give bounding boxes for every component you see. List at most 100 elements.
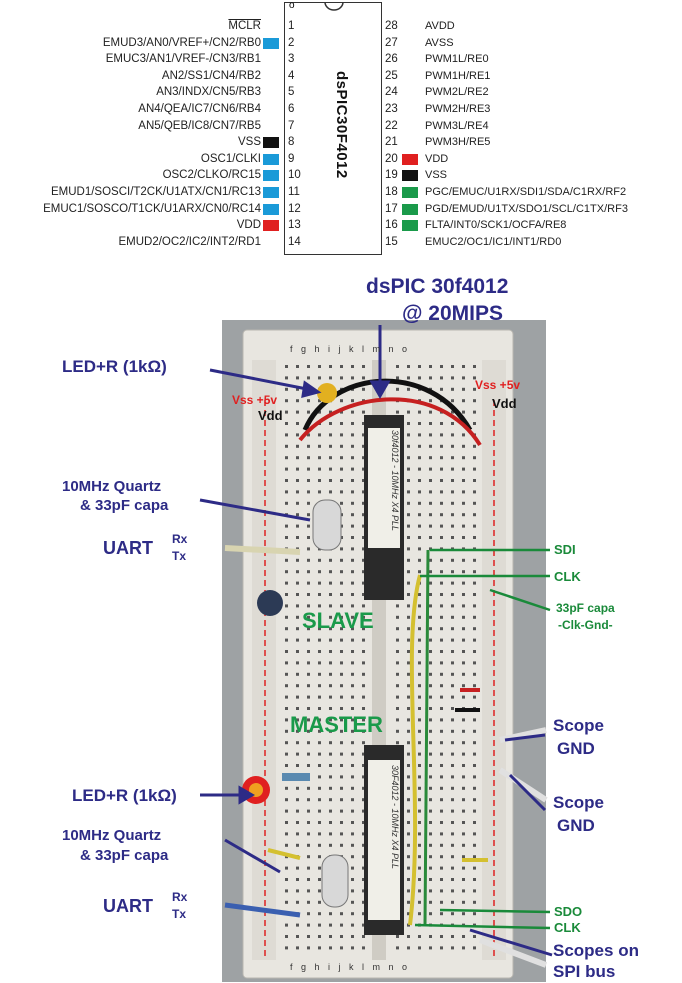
clk-bottom-label: CLK [554, 920, 581, 935]
breadboard-hole [473, 695, 476, 699]
breadboard-hole [407, 365, 410, 368]
breadboard-hole [418, 444, 421, 448]
breadboard-hole [473, 935, 476, 938]
breadboard-hole [473, 798, 476, 802]
breadboard-hole [285, 752, 288, 756]
breadboard-hole [318, 809, 321, 813]
breadboard-hole [307, 729, 310, 733]
breadboard-hole [429, 365, 432, 368]
breadboard-hole [285, 729, 288, 733]
breadboard-hole [462, 661, 465, 665]
breadboard-hole [362, 672, 365, 676]
breadboard-hole [418, 821, 421, 824]
breadboard-hole [440, 946, 443, 950]
breadboard-hole [440, 821, 443, 824]
breadboard-hole [307, 855, 310, 859]
led-top-label: LED+R (1kΩ) [62, 357, 167, 376]
breadboard-hole [351, 615, 354, 619]
left-pin-marker-10 [263, 170, 279, 182]
breadboard-hole [296, 627, 299, 631]
breadboard-hole [307, 752, 310, 756]
breadboard-hole [429, 444, 432, 448]
breadboard-hole [451, 513, 454, 517]
breadboard-hole [462, 615, 465, 619]
breadboard-hole [462, 946, 465, 950]
breadboard-hole [407, 935, 410, 938]
breadboard-hole [429, 593, 432, 596]
breadboard-hole [340, 399, 343, 403]
breadboard-hole [351, 878, 354, 881]
breadboard-hole [462, 376, 465, 380]
breadboard-hole [340, 843, 343, 847]
breadboard-hole [329, 946, 332, 950]
left-pin-number-1: 1 [288, 20, 295, 32]
breadboard-hole [429, 422, 432, 425]
breadboard-hole [351, 695, 354, 699]
uart-wire-top [224, 545, 301, 555]
green-data-wire [423, 549, 430, 926]
breadboard-hole [396, 638, 399, 642]
breadboard-hole [451, 433, 454, 437]
breadboard-hole [429, 490, 432, 494]
uart-bottom-label: UART [103, 896, 153, 916]
master-label: MASTER [290, 712, 383, 737]
breadboard-hole [473, 490, 476, 494]
breadboard-hole [440, 490, 443, 494]
breadboard-hole [396, 684, 399, 688]
breadboard-hole [296, 764, 299, 767]
breadboard-hole [329, 376, 332, 380]
breadboard-hole [440, 832, 443, 836]
left-pin-marker-13 [263, 220, 279, 232]
breadboard-hole [451, 376, 454, 380]
right-pin-number-15: 15 [385, 235, 398, 248]
breadboard-hole [418, 422, 421, 425]
left-pin-number-12: 12 [288, 202, 301, 215]
breadboard-hole [351, 547, 354, 551]
master-chip-sticker [368, 760, 400, 920]
breadboard-hole [418, 410, 421, 414]
breadboard-hole [462, 809, 465, 813]
arrow-spi [469, 928, 553, 957]
breadboard-hole [429, 376, 432, 380]
top-quartz [312, 499, 342, 551]
breadboard-hole [451, 444, 454, 448]
breadboard-hole [340, 729, 343, 733]
breadboard-hole [440, 467, 443, 471]
breadboard-hole [462, 672, 465, 676]
left-pin-label-9: OSC1/CLKI [200, 152, 261, 165]
breadboard-hole [329, 718, 332, 722]
right-pin-marker-26 [402, 54, 418, 66]
breadboard-hole [429, 627, 432, 631]
rx-top-label: Rx [172, 532, 188, 546]
breadboard-hole [362, 547, 365, 551]
breadboard-hole [307, 513, 310, 517]
breadboard-hole [329, 479, 332, 482]
breadboard-hole [451, 490, 454, 494]
arrow-sdo [439, 908, 551, 914]
breadboard-hole [285, 456, 288, 460]
breadboard-hole [462, 581, 465, 585]
breadboard-hole [407, 627, 410, 631]
breadboard-hole [462, 741, 465, 745]
breadboard-hole [440, 900, 443, 904]
arrow-led-top-head [301, 380, 322, 399]
breadboard-hole [362, 638, 365, 642]
breadboard-hole [307, 547, 310, 551]
arrow-chip-head [369, 380, 391, 400]
slave-chip-writing: 30f4012 - 10MHz X4 PLL [390, 430, 400, 532]
breadboard-hole [318, 866, 321, 870]
breadboard-hole [307, 581, 310, 585]
breadboard-hole [285, 843, 288, 847]
breadboard-hole [407, 638, 410, 642]
breadboard-hole [407, 729, 410, 733]
breadboard-hole [362, 558, 365, 562]
scopes-spi-label-1: Scopes on [553, 941, 639, 960]
breadboard-hole [462, 399, 465, 403]
vdd-left-label: Vdd [258, 408, 283, 423]
breadboard-hole [429, 832, 432, 836]
left-pin-label-4: AN2/SS1/CN4/RB2 [161, 69, 261, 82]
breadboard-hole [362, 615, 365, 619]
breadboard-hole [418, 570, 421, 574]
breadboard-hole [429, 900, 432, 904]
breadboard-hole [362, 479, 365, 482]
